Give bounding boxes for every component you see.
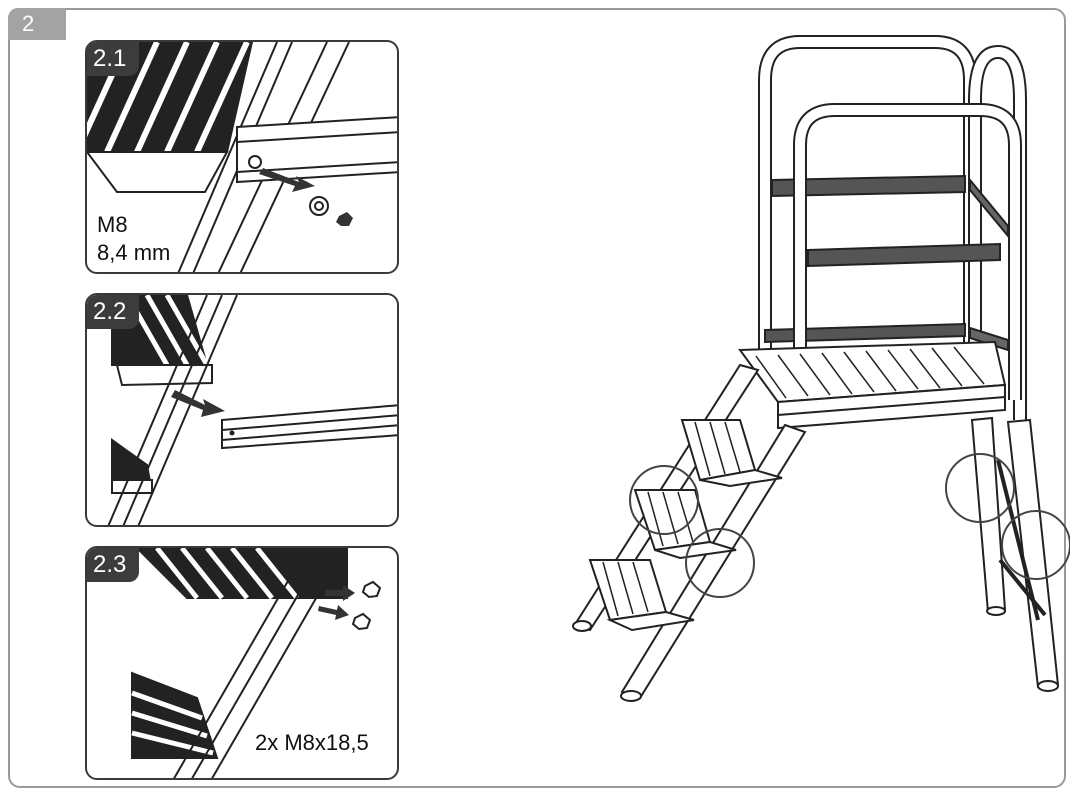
- diagonal-rails: [173, 548, 346, 778]
- highlight-circle-icon: [685, 528, 755, 598]
- bolt-quantity-label: 2x M8x18,5: [255, 730, 369, 756]
- horizontal-profile: [236, 116, 397, 184]
- nut-icons: [351, 580, 382, 631]
- removed-profile: [221, 404, 397, 450]
- bolt-size-label: M8: [97, 212, 128, 238]
- drill-size-label: 8,4 mm: [97, 240, 171, 266]
- detail-panel-2-3: 2.3: [85, 546, 399, 780]
- removal-arrow-icon: [259, 168, 315, 192]
- detail-drawing-2-2: [107, 295, 397, 525]
- lower-step: [111, 438, 154, 494]
- highlight-circles: [629, 453, 1070, 598]
- detail-drawing-2-1: [87, 42, 397, 272]
- panel-number-2-1: 2.1: [87, 42, 139, 76]
- highlight-circle-icon: [629, 465, 699, 535]
- nut-icon: [336, 212, 353, 226]
- rear-legs: [970, 416, 1060, 692]
- bolt-head-icon: [248, 155, 262, 169]
- detail-panel-2-2: 2.2: [85, 293, 399, 527]
- removal-arrow-icon: [171, 390, 225, 417]
- panel-number-2-2: 2.2: [87, 295, 139, 329]
- cross-bars: [764, 174, 1009, 352]
- platform: [738, 340, 1007, 430]
- highlight-circle-icon: [945, 453, 1015, 523]
- rear-handrails: [758, 35, 1027, 420]
- removal-arrows: [318, 585, 355, 620]
- diagonal-rails: [107, 295, 238, 525]
- step-number: 2: [8, 8, 66, 40]
- upper-step: [135, 548, 348, 600]
- lower-step: [131, 671, 219, 759]
- highlight-circle-icon: [1001, 510, 1070, 580]
- panel-number-2-3: 2.3: [87, 548, 139, 582]
- assembly-drawing: [572, 35, 1070, 702]
- front-handrail: [793, 103, 1022, 405]
- detail-drawing-2-3: [131, 548, 382, 778]
- stair-steps: [588, 419, 783, 632]
- detail-panel-2-1: 2.1: [85, 40, 399, 274]
- instruction-frame: [8, 8, 1066, 788]
